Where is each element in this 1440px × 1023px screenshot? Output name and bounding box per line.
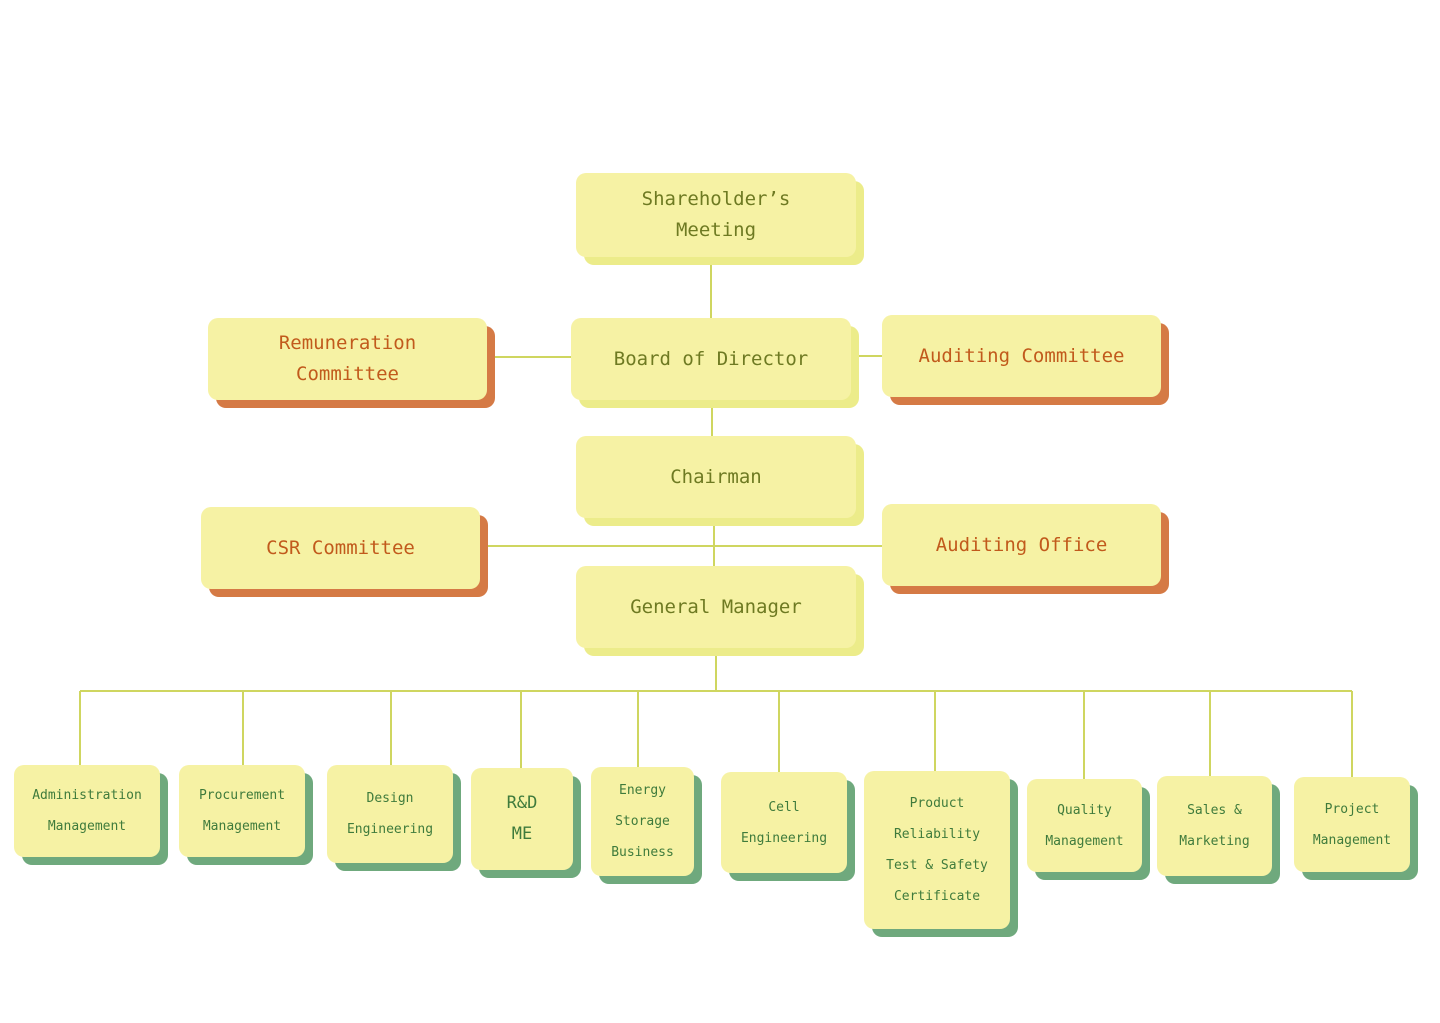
department-energy-storage-business-label-line: Business [611, 845, 674, 860]
general-manager-box: General Manager [576, 566, 856, 648]
auditing-committee-box-label-line: Auditing Committee [918, 344, 1125, 367]
remuneration-committee-box-label-line: Committee [296, 363, 399, 385]
csr-committee-box-label-line: CSR Committee [266, 536, 415, 559]
department-project-management-label-line: Management [1312, 832, 1392, 848]
chairman-box: Chairman [576, 436, 856, 518]
department-product-reliability-test-safety-certificate-label-line: Product [909, 796, 965, 811]
board-of-director-box: Board of Director [571, 318, 851, 400]
auditing-committee-box: Auditing Committee [882, 315, 1161, 397]
shareholders-meeting-box-label-line: Shareholder’s [641, 188, 791, 210]
department-product-reliability-test-safety-certificate-label-line: Certificate [893, 889, 981, 904]
department-administration-management-label-line: Management [47, 819, 127, 834]
shareholders-meeting-box-label-line: Meeting [675, 219, 757, 241]
department-design-engineering-label-line: Engineering [346, 822, 434, 837]
department-sales-marketing-label-line: Sales & [1187, 803, 1242, 818]
department-sales-marketing-label-line: Marketing [1179, 834, 1250, 849]
department-product-reliability-test-safety-certificate-label-line: Reliability [893, 827, 981, 842]
department-cell-engineering-label-line: Engineering [740, 830, 828, 846]
board-of-director-box-label-line: Board of Director [613, 347, 809, 370]
department-cell-engineering-label-line: Cell [768, 799, 800, 815]
remuneration-committee-box-label-line: Remuneration [278, 332, 417, 354]
chairman-box-label-line: Chairman [670, 465, 762, 488]
department-sales-marketing: Sales & Marketing [1157, 776, 1272, 876]
department-procurement-management-label-line: Management [202, 819, 282, 834]
csr-committee-box: CSR Committee [201, 507, 480, 589]
department-product-reliability-test-safety-certificate-label-line: Test & Safety [886, 858, 988, 873]
auditing-office-box: Auditing Office [882, 504, 1161, 586]
department-energy-storage-business-label-line: Storage [615, 814, 670, 829]
department-energy-storage-business-label-line: Energy [619, 783, 666, 798]
department-quality-management-label-line: Quality [1057, 802, 1112, 818]
department-administration-management-label-line: Administration [32, 788, 142, 803]
auditing-office-box-label-line: Auditing Office [935, 533, 1108, 556]
department-quality-management-label-line: Management [1045, 833, 1124, 849]
general-manager-box-label-line: General Manager [630, 595, 802, 618]
department-rnd-me-label-line: R&D [506, 793, 538, 813]
department-rnd-me-label-line: ME [511, 824, 533, 844]
department-rnd-me: R&D ME [471, 768, 573, 870]
department-procurement-management-label-line: Procurement [198, 788, 286, 803]
department-design-engineering-label-line: Design [366, 791, 414, 806]
department-project-management-label-line: Project [1324, 801, 1380, 817]
